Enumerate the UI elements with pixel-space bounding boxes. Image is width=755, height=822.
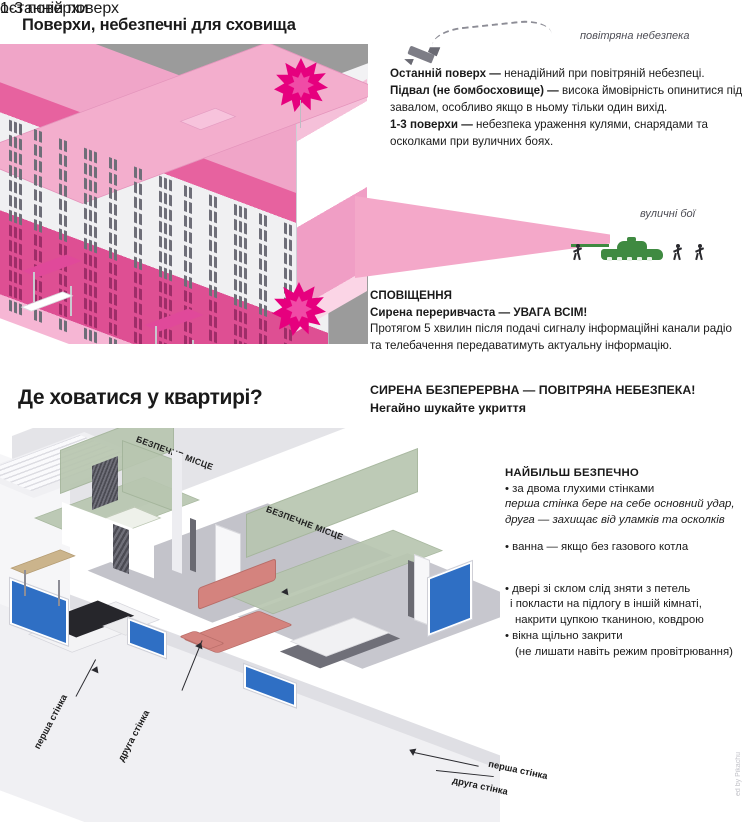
balcony-post [155,326,157,344]
paragraph-basement-lead: Підвал (не бомбосховище) — [390,83,562,97]
paragraph-low-floors: 1-3 поверхи — небезпека ураження кулями,… [390,117,745,151]
balcony-post [70,286,72,316]
balcony-post [33,272,35,302]
balcony-post [192,340,194,344]
paragraph-top-floor-lead: Останній поверх — [390,67,505,80]
safe-heading: НАЙБІЛЬШ БЕЗПЕЧНО [505,467,639,479]
siren-alert-block: СИРЕНА БЕЗПЕРЕРВНА — ПОВІТРЯНА НЕБЕЗПЕКА… [370,382,750,417]
paragraph-low-floors-lead: 1-3 поверхи — [390,117,477,131]
safe-bullet-3-line-2: і покласти на підлогу в іншій кімнаті, [510,598,702,611]
section-2-title: Де ховатися у квартирі? [18,386,263,409]
paragraph-basement-rest: висока ймовірність опинитися під завалом… [390,83,743,114]
safe-bullet-3-line-1: • двері зі склом слід зняти з петель [505,582,691,595]
street-fire-danger-cone [355,196,610,278]
safest-places-text-block: НАЙБІЛЬШ БЕЗПЕЧНО • за двома глухими сті… [505,466,753,660]
section-1-title: Поверхи, небезпечні для сховища [22,16,296,34]
table-leg [24,570,26,596]
danger-floors-text: Останній поверх — ненадійний при повітря… [390,66,745,151]
leader-line-top [300,100,301,128]
soldier-icon [573,244,582,261]
safe-bullet-4-line-1: • вікна щільно закрити [505,629,623,642]
siren-line-2: Негайно шукайте укриття [370,400,526,415]
soldier-icon [673,244,682,261]
safe-bullet-1: • за двома глухими стінками [505,482,655,495]
siren-line-1: СИРЕНА БЕЗПЕРЕРВНА — ПОВІТРЯНА НЕБЕЗПЕКА… [370,383,696,397]
notification-body: Протягом 5 хвилин після подачі сигналу і… [370,322,732,353]
paragraph-top-floor: Останній поверх — ненадійний при повітря… [390,66,745,83]
notification-subheading: Сирена переривчаста — УВАГА ВСІМ! [370,305,588,319]
label-air-danger: повітряна небезпека [580,30,690,42]
radiator [113,524,129,574]
label-floors-1-3: 1-3 поверхи [0,0,89,17]
tank-icon [571,236,671,266]
doorway-dark-1 [190,518,196,573]
safe-bullet-4-line-2: (не лишати навіть режим провітрювання) [515,645,733,658]
paragraph-basement: Підвал (не бомбосховище) — висока ймовір… [390,83,745,117]
paragraph-low-floors-rest: небезпека ураження кулями, снарядами та … [390,117,708,148]
safe-bullet-2: • ванна — якщо без газового котла [505,540,689,553]
soldier-icon [695,244,704,261]
safe-italic-2: друга — захищає від уламків та осколків [505,514,725,527]
notification-text-block: СПОВІЩЕННЯ Сирена переривчаста — УВАГА В… [370,288,740,355]
label-top-floor: останній поверх [0,0,120,17]
table-leg [58,580,60,606]
missile-trajectory-dashed-line [430,17,554,63]
safe-italic-1: перша стінка бере на себе основний удар, [505,498,735,511]
notification-heading: СПОВІЩЕННЯ [370,289,452,302]
safe-bullet-3-line-3: накрити цупкою тканиною, ковдрою [515,614,704,627]
credit-watermark: ed by Pikachu [735,752,742,796]
partition-wall-1 [172,450,182,574]
label-street-fights: вуличні бої [640,208,696,220]
apartment-floorplan-illustration: БЕЗПЕЧНЕ МІСЦЕ БЕЗПЕЧНЕ МІСЦЕ [0,428,500,822]
paragraph-top-floor-rest: ненадійний при повітряній небезпеці. [504,67,705,80]
